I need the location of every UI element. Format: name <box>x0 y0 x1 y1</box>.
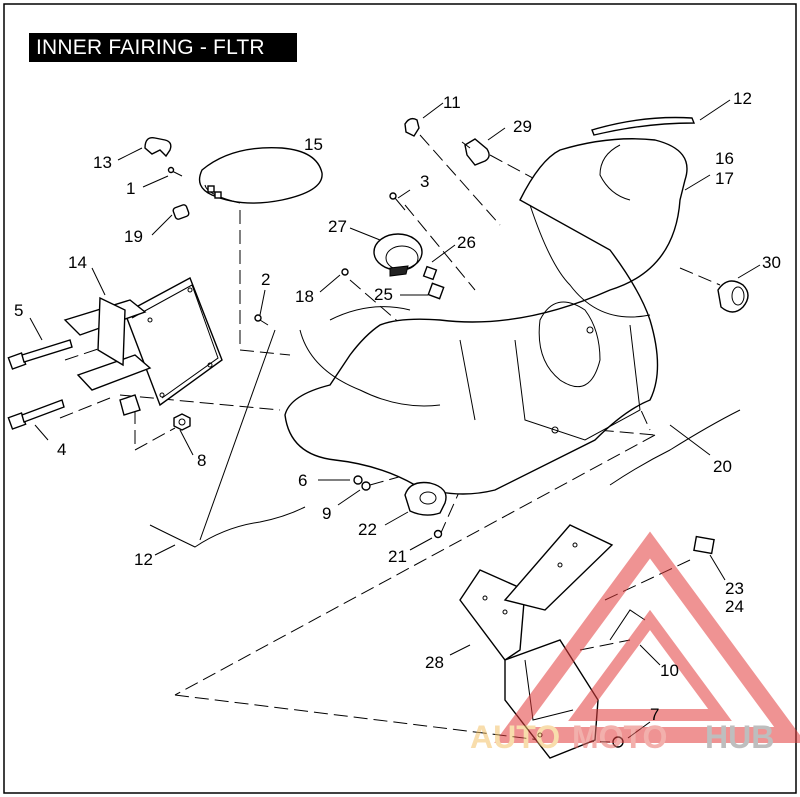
callout-22: 22 <box>358 520 377 539</box>
callout-29: 29 <box>513 117 532 136</box>
callout-20: 20 <box>713 457 732 476</box>
inner-fairing-part <box>284 138 688 495</box>
callout-28: 28 <box>425 653 444 672</box>
callout-12-top: 12 <box>733 89 752 108</box>
callout-15: 15 <box>304 135 323 154</box>
callout-9: 9 <box>322 504 331 523</box>
callout-25: 25 <box>374 285 393 304</box>
screw-2-part <box>254 314 269 326</box>
callout-17: 17 <box>715 169 734 188</box>
watermark-hub: HUB <box>705 719 774 755</box>
washer-nut-part <box>353 475 371 491</box>
callout-11: 11 <box>443 93 461 112</box>
wire-20-part <box>609 409 741 486</box>
bushing-part <box>172 204 190 220</box>
callout-12-bottom: 12 <box>134 550 153 569</box>
callout-16: 16 <box>715 149 734 168</box>
callout-24: 24 <box>725 597 744 616</box>
clip-10-part <box>609 609 646 641</box>
callout-4: 4 <box>57 440 66 459</box>
callout-21: 21 <box>388 547 407 566</box>
screw-18-part <box>341 268 349 276</box>
watermark: AUTO MOTO HUB <box>470 531 800 755</box>
trim-strip-top-part <box>591 116 696 136</box>
callout-30: 30 <box>762 253 781 272</box>
callout-2: 2 <box>261 270 270 289</box>
clamp-part <box>404 481 447 516</box>
callout-1: 1 <box>126 179 135 198</box>
bolt-4-part <box>7 399 65 430</box>
callout-labels: 1 2 3 4 5 6 7 8 9 10 11 12 12 13 14 15 1… <box>14 89 781 724</box>
diagram-title: INNER FAIRING - FLTR <box>29 33 297 62</box>
watermark-moto: MOTO <box>572 719 667 755</box>
screw-part <box>167 166 183 177</box>
callout-18: 18 <box>295 287 314 306</box>
frame-border <box>3 3 797 794</box>
callout-7: 7 <box>650 705 659 724</box>
nut-8-part <box>173 413 191 431</box>
callout-5: 5 <box>14 301 23 320</box>
cup-holder-part <box>717 280 749 313</box>
callout-13: 13 <box>93 153 112 172</box>
pocket-lid-part <box>198 146 323 204</box>
callout-14: 14 <box>68 253 87 272</box>
callout-23: 23 <box>725 579 744 598</box>
callout-10: 10 <box>660 661 679 680</box>
callout-27: 27 <box>328 217 347 236</box>
nut-21-part <box>433 529 443 539</box>
clip-part <box>144 137 172 158</box>
switch-part <box>461 138 490 166</box>
mount-bracket-part <box>63 277 223 416</box>
connector-23-part <box>693 535 715 555</box>
leader-lines <box>29 99 761 739</box>
callout-8: 8 <box>197 451 206 470</box>
callout-3: 3 <box>420 172 429 191</box>
push-pin-part <box>404 117 420 137</box>
connector-part <box>422 265 445 300</box>
callout-19: 19 <box>124 227 143 246</box>
watermark-auto: AUTO <box>470 719 560 755</box>
screw-3-part <box>389 192 406 211</box>
callout-6: 6 <box>298 471 307 490</box>
trim-strip-bottom-part <box>149 506 306 548</box>
callout-26: 26 <box>457 233 476 252</box>
bolt-5-part <box>7 339 73 370</box>
gauge-part <box>373 233 423 277</box>
